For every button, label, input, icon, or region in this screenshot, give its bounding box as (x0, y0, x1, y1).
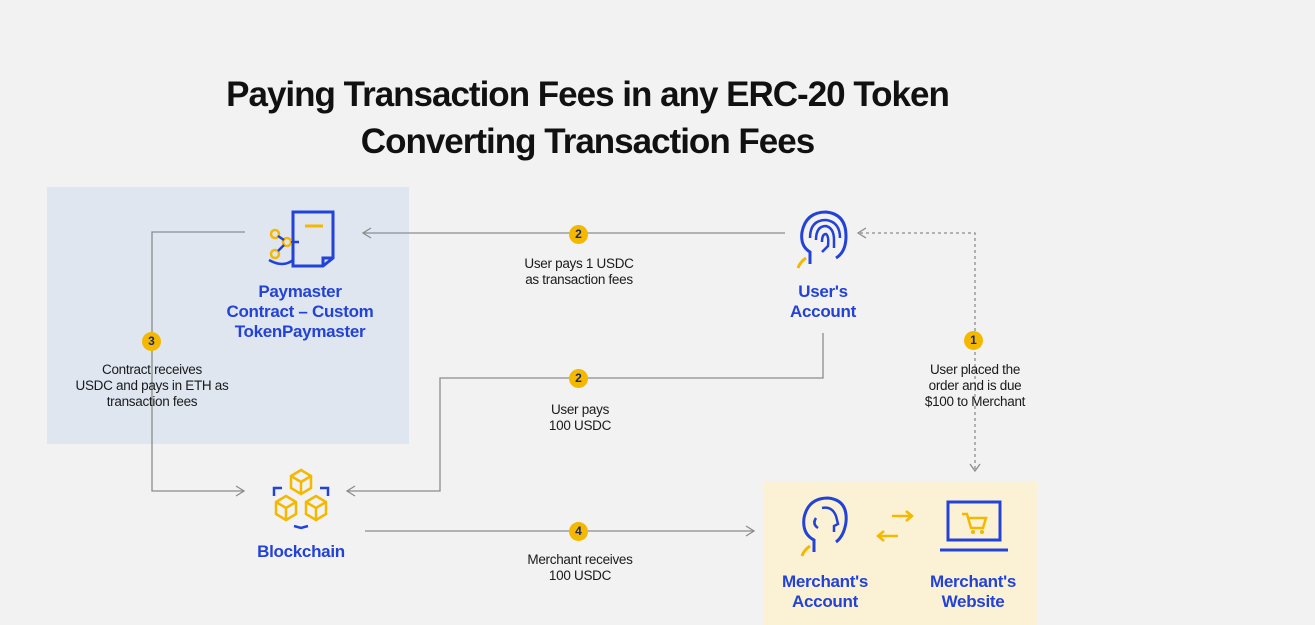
step-2a-note: User pays 1 USDC as transaction fees (524, 256, 634, 287)
step-1-badge: 1 (964, 331, 983, 350)
step-2a-badge: 2 (569, 225, 588, 244)
fingerprint-head-icon (796, 210, 848, 269)
arrow-user-merchant-dashed (858, 232, 976, 469)
step-1-note: User placed the order and is due $100 to… (924, 362, 1026, 409)
step-3-note: Contract receives USDC and pays in ETH a… (75, 362, 229, 409)
merchant-account-label: Merchant's Account (781, 572, 869, 611)
arrow-paymaster-to-blockchain (151, 231, 245, 492)
smart-contract-icon (268, 210, 335, 268)
blockchain-label: Blockchain (257, 542, 345, 561)
step-2b-badge: 2 (569, 369, 588, 388)
step-3-badge: 3 (142, 332, 161, 351)
step-4-badge: 4 (569, 522, 588, 541)
arrow-user-to-blockchain (347, 333, 824, 492)
step-2b-note: User pays 100 USDC (548, 402, 612, 433)
paymaster-panel (47, 187, 409, 444)
head-profile-icon (800, 496, 848, 557)
paymaster-label: Paymaster Contract – Custom TokenPaymast… (226, 282, 374, 341)
user-account-label: User's Account (790, 282, 856, 321)
merchant-website-label: Merchant's Website (929, 572, 1017, 611)
step-4-note: Merchant receives 100 USDC (527, 552, 633, 583)
exchange-arrows-icon (876, 510, 914, 542)
blockchain-cubes-icon (272, 468, 330, 530)
page-title: Paying Transaction Fees in any ERC-20 To… (226, 75, 950, 114)
page-subtitle: Converting Transaction Fees (360, 122, 815, 161)
laptop-cart-icon (940, 500, 1008, 552)
